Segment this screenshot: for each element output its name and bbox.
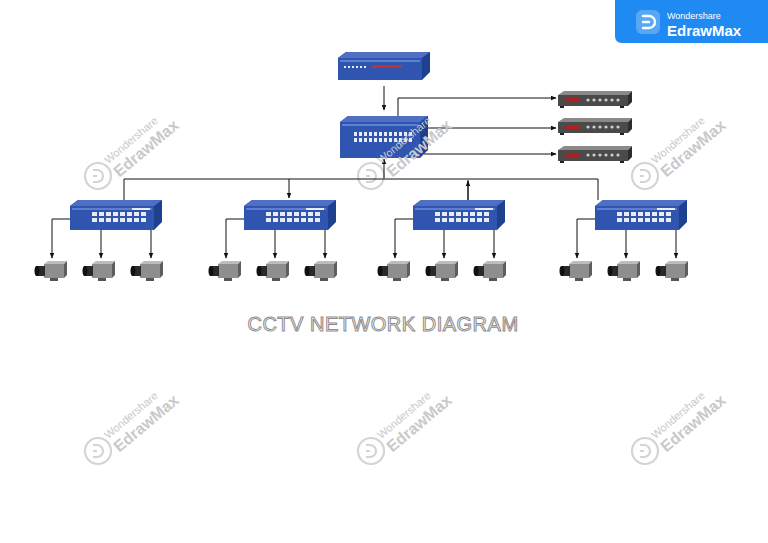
cctv-camera: [426, 261, 459, 281]
access-switch: [244, 200, 336, 230]
logo-text: EdrawMax: [667, 23, 741, 38]
dvr-recorder: [558, 91, 632, 108]
cctv-camera: [608, 261, 641, 281]
diagram-title: CCTV NETWORK DIAGRAM: [247, 314, 518, 334]
cctv-camera: [378, 261, 411, 281]
cctv-camera: [656, 261, 689, 281]
access-switch: [70, 200, 162, 230]
logo-text: Wondershare: [667, 12, 721, 21]
watermark-icons: [85, 163, 658, 464]
cctv-camera: [257, 261, 290, 281]
router: [338, 52, 430, 80]
cctv-camera: [209, 261, 242, 281]
cctv-camera: [83, 261, 116, 281]
network-devices: [35, 52, 689, 281]
cctv-camera: [474, 261, 507, 281]
access-switch: [413, 200, 505, 230]
logo-panel: [615, 0, 768, 43]
access-switch: [595, 200, 687, 230]
cctv-camera: [35, 261, 68, 281]
cctv-camera: [560, 261, 593, 281]
dvr-recorder: [558, 146, 632, 163]
dvr-recorder: [558, 118, 632, 135]
cctv-camera: [131, 261, 164, 281]
cctv-camera: [305, 261, 338, 281]
network-wires: [52, 86, 676, 258]
